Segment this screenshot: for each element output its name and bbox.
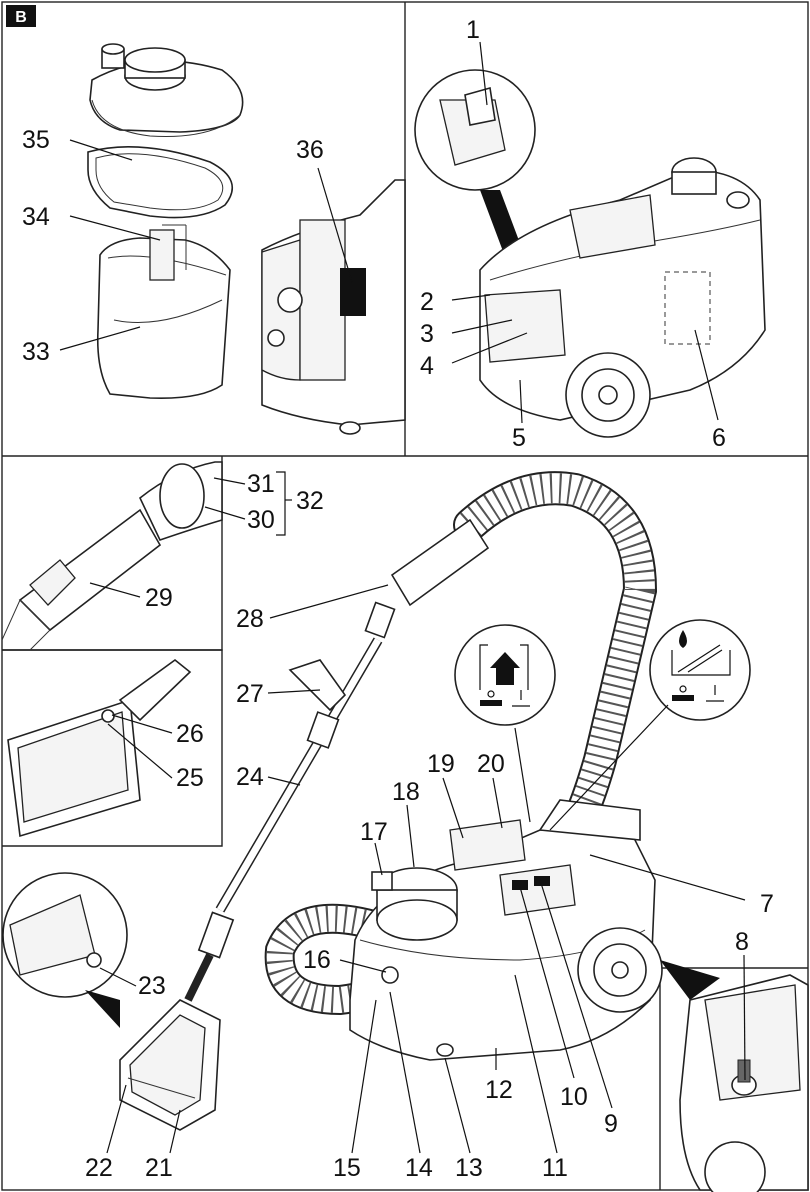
callout-24: 24 — [236, 763, 264, 791]
machine-body-top-right — [479, 157, 766, 438]
callout-17: 17 — [360, 818, 388, 846]
figure-badge: B — [6, 5, 36, 27]
leader-lines — [59, 41, 746, 1154]
spray-suction-mode-symbol-icon — [549, 619, 751, 831]
suction-mode-symbol-icon — [454, 624, 556, 823]
machine-body-main — [349, 799, 663, 1061]
callout-30: 30 — [247, 506, 275, 534]
callout-35: 35 — [22, 126, 50, 154]
filter-gasket-illustration — [87, 146, 234, 219]
floor-nozzle-illustration — [119, 999, 221, 1131]
lid-illustration — [89, 43, 244, 138]
dirt-tank-illustration — [96, 224, 231, 400]
callout-18: 18 — [392, 778, 420, 806]
callout-36: 36 — [296, 136, 324, 164]
floor-nozzle-detail — [7, 658, 192, 838]
callout-14: 14 — [405, 1154, 433, 1182]
detail-panel-valve — [660, 960, 809, 1192]
callout-32: 32 — [296, 487, 324, 515]
callout-6: 6 — [712, 424, 726, 452]
figure-badge-letter: B — [15, 9, 27, 26]
callout-33: 33 — [22, 338, 50, 366]
machine-open-illustration — [261, 179, 406, 435]
callout-5: 5 — [512, 424, 526, 452]
callout-12: 12 — [485, 1076, 513, 1104]
spray-tube-illustration — [184, 518, 490, 1002]
callout-34: 34 — [22, 203, 50, 231]
callout-31: 31 — [247, 470, 275, 498]
callout-16: 16 — [303, 946, 331, 974]
callout-21: 21 — [145, 1154, 173, 1182]
callout-13: 13 — [455, 1154, 483, 1182]
callout-labels: 1 2 3 4 5 6 7 8 9 10 11 12 13 14 15 16 1… — [22, 16, 774, 1182]
callout-11: 11 — [542, 1154, 568, 1182]
callout-9: 9 — [604, 1110, 618, 1138]
callout-1: 1 — [466, 16, 480, 44]
callout-19: 19 — [427, 750, 455, 778]
callout-20: 20 — [477, 750, 505, 778]
callout-15: 15 — [333, 1154, 361, 1182]
callout-26: 26 — [176, 720, 204, 748]
detail-circle-nozzle — [2, 872, 128, 1028]
hose-handle-detail — [1, 461, 223, 651]
callout-27: 27 — [236, 680, 264, 708]
callout-22: 22 — [85, 1154, 113, 1182]
callout-4: 4 — [420, 352, 434, 380]
callout-8: 8 — [735, 928, 749, 956]
callout-28: 28 — [236, 605, 264, 633]
callout-3: 3 — [420, 320, 434, 348]
callout-29: 29 — [145, 584, 173, 612]
callout-7: 7 — [760, 890, 774, 918]
callout-2: 2 — [420, 288, 434, 316]
callout-10: 10 — [560, 1083, 588, 1111]
callout-25: 25 — [176, 764, 204, 792]
callout-23: 23 — [138, 972, 166, 1000]
